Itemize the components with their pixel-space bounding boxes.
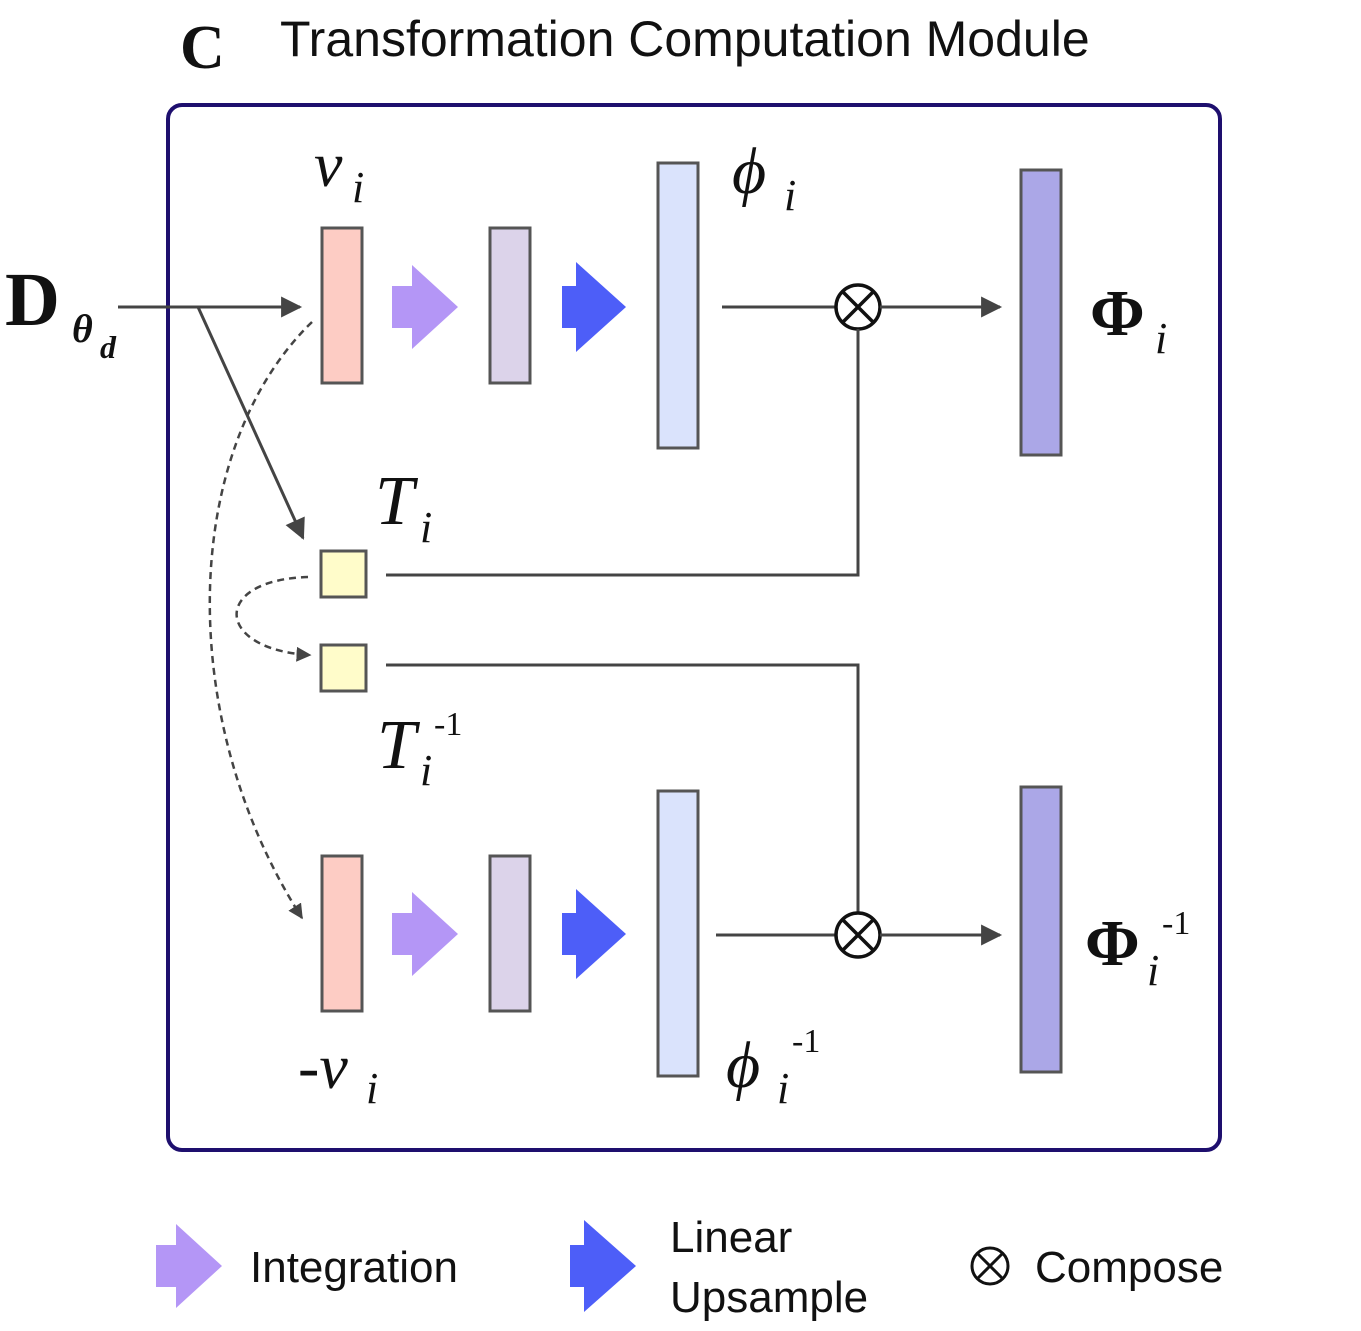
svg-text:ϕ: ϕ <box>732 135 766 208</box>
composed-inverse-field-block <box>1019 785 1063 1074</box>
panel-letter: C <box>180 14 225 82</box>
transform-box <box>319 549 368 599</box>
svg-text:Φ: Φ <box>1085 907 1140 980</box>
legend-compose-label: Compose <box>1035 1243 1223 1292</box>
svg-text:i: i <box>420 746 432 795</box>
input-symbol: D <box>5 258 60 342</box>
invert-transform-dashed-arrow <box>235 575 312 662</box>
svg-text:-v: -v <box>298 1031 348 1102</box>
neg-velocity-field-block <box>320 854 364 1013</box>
label-T-i: T i <box>375 463 432 552</box>
module-frame <box>166 103 1222 1152</box>
svg-text:T: T <box>375 463 419 540</box>
svg-text:i: i <box>352 163 364 212</box>
input-to-transform-arrow <box>196 306 305 540</box>
label-T-i-inverse: T i -1 <box>377 706 462 795</box>
blue-arrow-icon <box>570 1220 636 1312</box>
module-title: Transformation Computation Module <box>280 11 1090 67</box>
legend-integration-label: Integration <box>250 1243 458 1292</box>
upsample-arrow-top <box>562 262 626 352</box>
integration-arrow-top <box>392 265 458 349</box>
svg-text:-1: -1 <box>1162 905 1190 942</box>
svg-text:-1: -1 <box>792 1023 820 1060</box>
inverse-transform-box <box>319 643 368 693</box>
upsampled-inverse-field-block <box>656 789 700 1078</box>
svg-text:T: T <box>377 707 421 784</box>
svg-text:Φ: Φ <box>1090 277 1145 350</box>
legend-upsample-label-line1: Linear <box>670 1213 792 1262</box>
velocity-field-block <box>320 226 364 385</box>
svg-text:i: i <box>1155 314 1167 363</box>
compose-node-top <box>834 283 882 331</box>
svg-text:i: i <box>784 171 796 220</box>
transform-to-compose-line <box>386 329 860 577</box>
label-v-i: v i <box>314 129 364 212</box>
composed-field-block <box>1019 168 1063 457</box>
light-purple-arrow-icon <box>156 1224 222 1308</box>
svg-text:v: v <box>314 129 343 200</box>
label-phi-i: ϕ i <box>732 135 796 220</box>
integrated-field-block <box>488 226 532 385</box>
svg-text:i: i <box>777 1064 789 1113</box>
compose-node-bottom <box>834 911 882 959</box>
label-neg-v-i: -v i <box>298 1031 378 1113</box>
svg-text:ϕ: ϕ <box>726 1029 760 1102</box>
integration-arrow-bottom <box>392 892 458 976</box>
input-subscript: θ <box>72 306 93 351</box>
legend: Integration Linear Upsample Compose <box>156 1213 1223 1322</box>
input-subsubscript: d <box>100 329 117 365</box>
negate-velocity-dashed-arrow <box>208 321 313 920</box>
label-Phi-i-inverse: Φ i -1 <box>1085 905 1190 995</box>
integrated-inverse-field-block <box>488 854 532 1013</box>
svg-text:i: i <box>366 1064 378 1113</box>
svg-text:-1: -1 <box>434 706 462 743</box>
upsampled-field-block <box>656 161 700 450</box>
upsample-arrow-bottom <box>562 889 626 979</box>
svg-text:i: i <box>420 503 432 552</box>
label-phi-i-inverse: ϕ i -1 <box>726 1023 820 1113</box>
input-label: D θ d <box>5 258 117 365</box>
label-Phi-i: Φ i <box>1090 277 1167 363</box>
legend-upsample-label-line2: Upsample <box>670 1273 868 1322</box>
inverse-transform-to-compose-line <box>386 663 860 913</box>
svg-text:i: i <box>1147 946 1159 995</box>
circled-times-icon <box>970 1246 1010 1286</box>
